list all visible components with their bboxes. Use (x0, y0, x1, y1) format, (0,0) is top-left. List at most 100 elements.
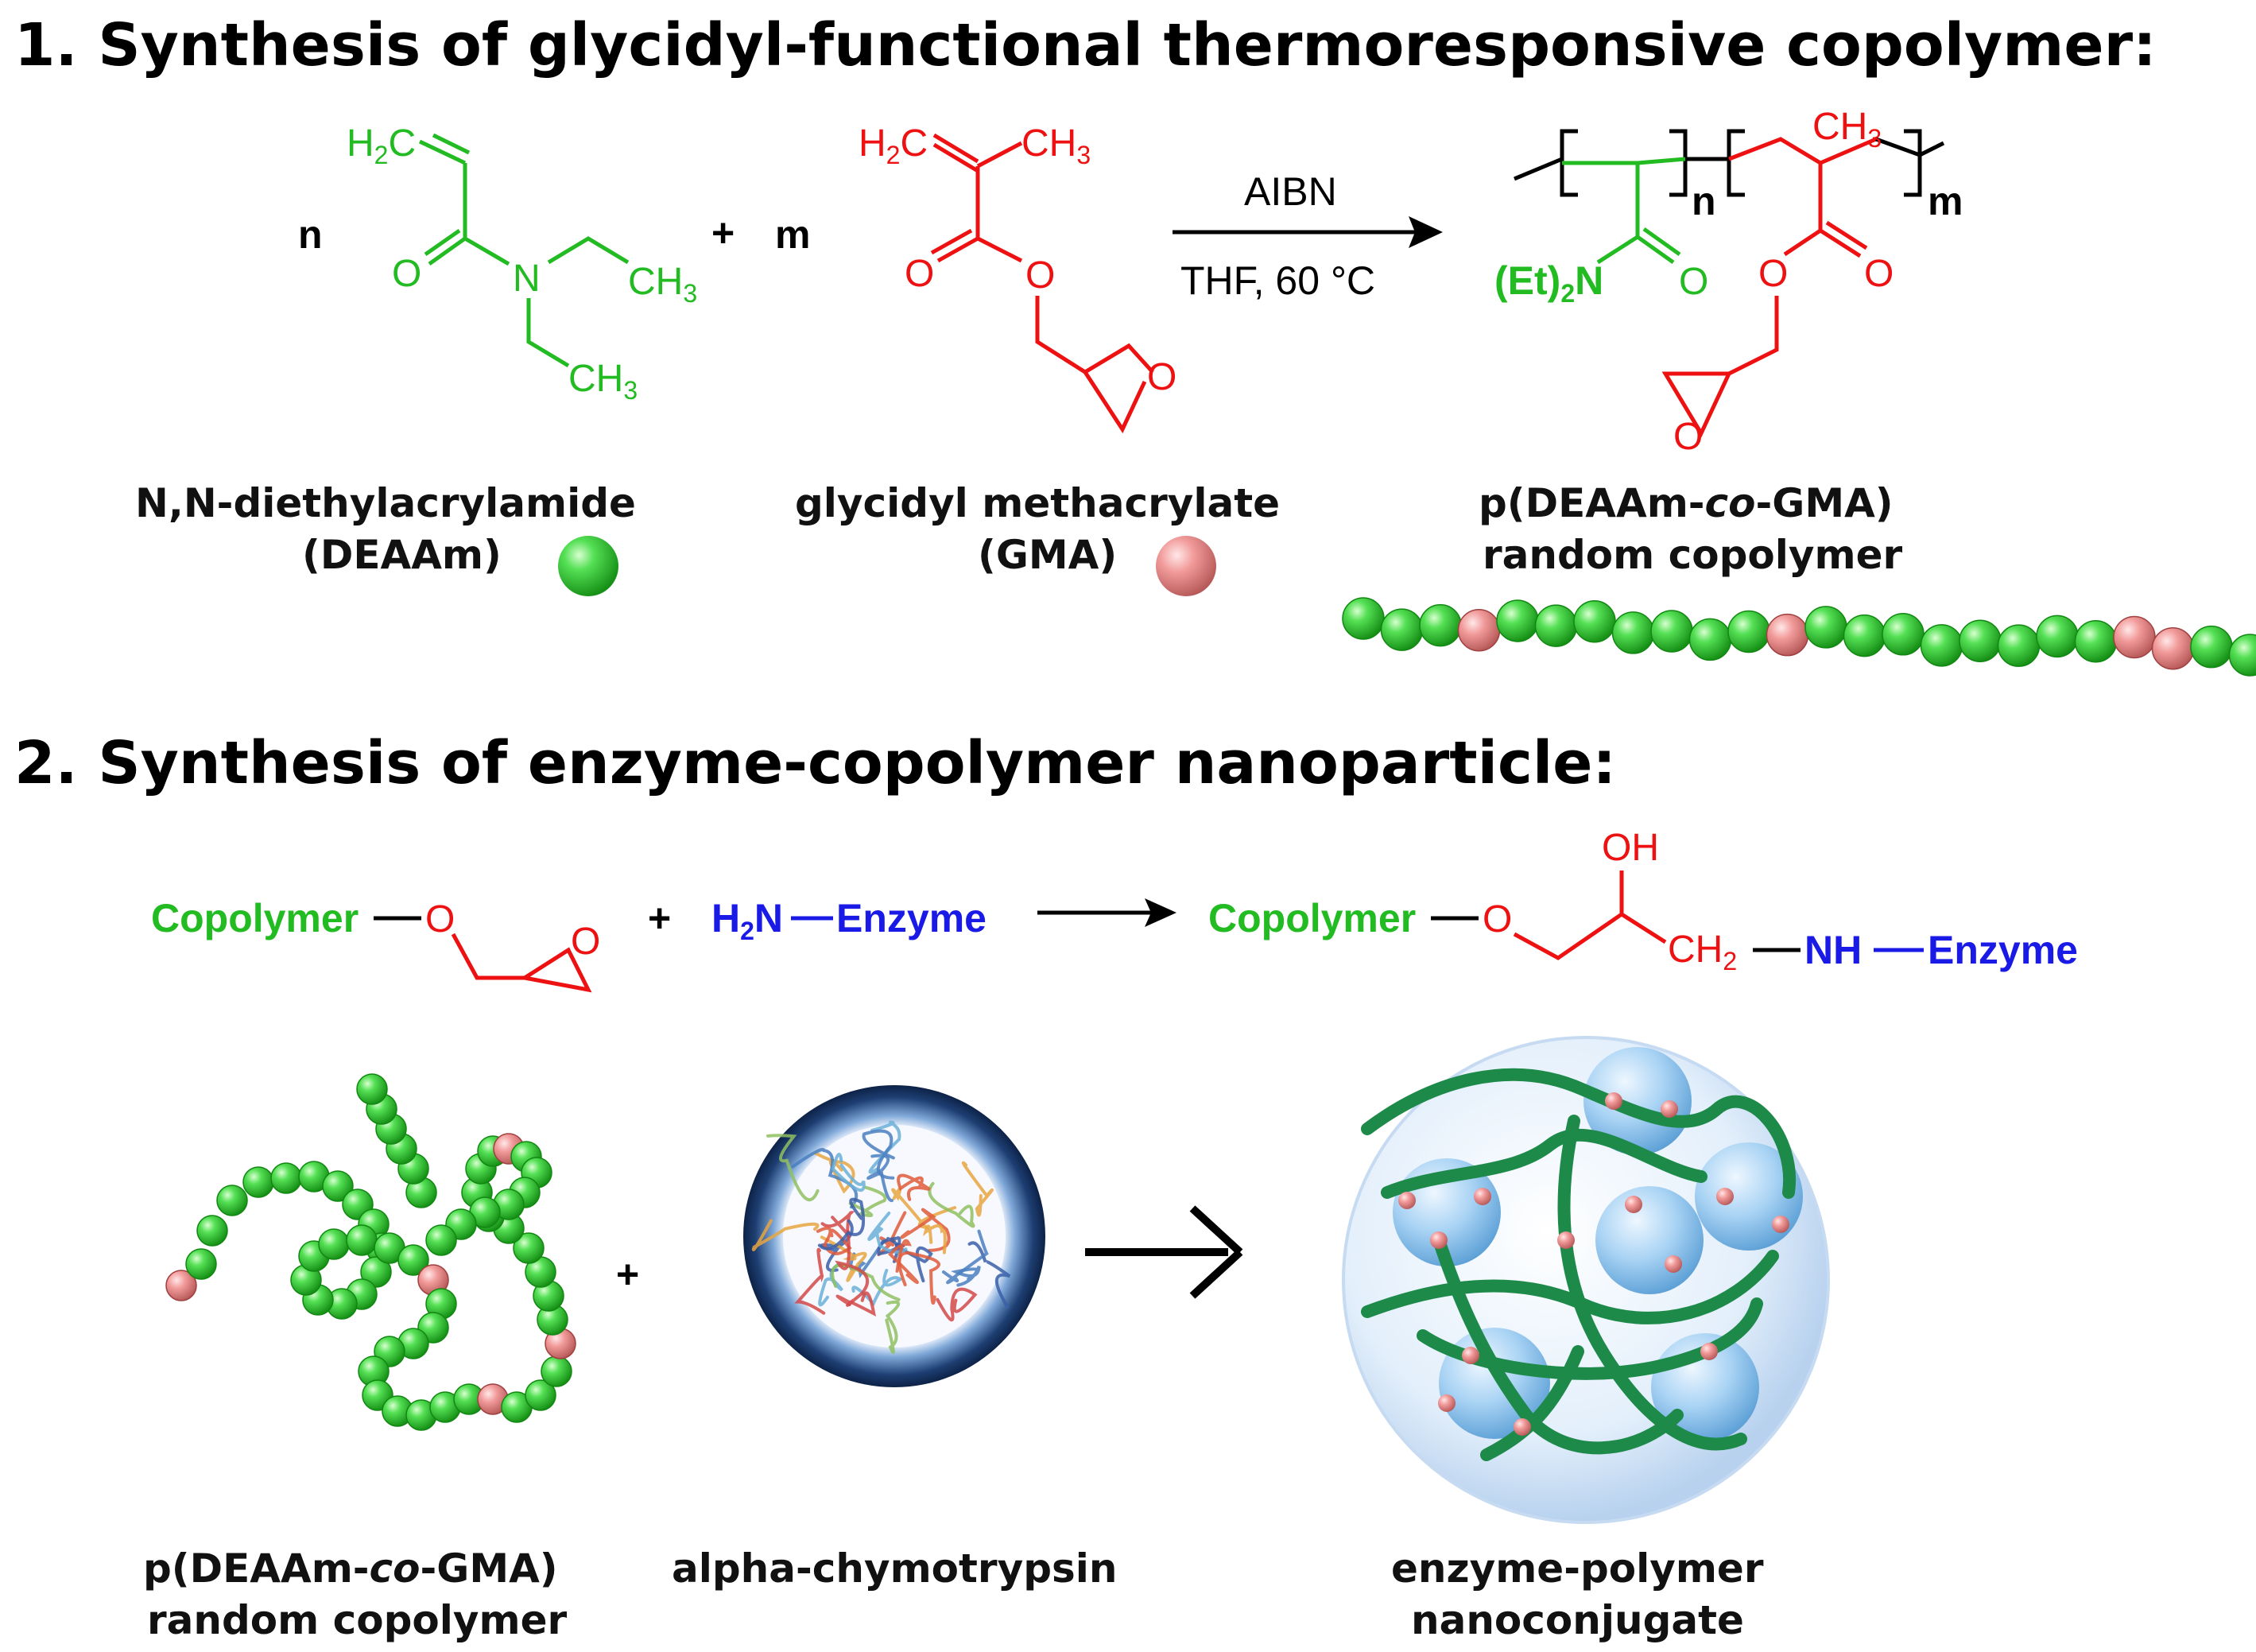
deaam-bead (185, 1248, 217, 1280)
deaam-bead (1882, 613, 1925, 656)
gma-bead (2151, 626, 2195, 670)
deaam-bead (216, 1185, 248, 1216)
subscript-n: n (1692, 179, 1716, 223)
gma-epoxide-o: O (1147, 356, 1176, 398)
section2-heading: 2. Synthesis of enzyme-copolymer nanopar… (14, 729, 1616, 797)
deaam-bead (360, 1256, 392, 1288)
deaam-bead (1843, 614, 1886, 657)
deaam-h2c: H2C (347, 122, 416, 169)
gma-ch3: CH3 (1021, 122, 1091, 169)
product-oh: OH (1602, 827, 1659, 869)
coefficient-m: m (775, 212, 810, 257)
deaam-bead (541, 1355, 572, 1387)
product-carbonyl-o: O (1864, 253, 1894, 295)
reactant-copolymer: Copolymer (151, 896, 359, 940)
nanoconjugate-label-line1: enzyme-polymer (1391, 1545, 1764, 1592)
deaam-bead (318, 1228, 350, 1260)
product-ch3: CH3 (1812, 106, 1882, 153)
product-epoxide-o: O (1673, 416, 1703, 458)
product-ether-o: O (1483, 898, 1512, 940)
deaam-bead (1342, 597, 1385, 640)
deaam-bead (196, 1215, 228, 1247)
deaam-bead (1380, 608, 1424, 651)
deaam-bead (1573, 600, 1616, 643)
deaam-bead (1959, 619, 2002, 662)
plus-sign-1: + (711, 211, 735, 255)
nanoconjugate-label-line2: nanoconjugate (1411, 1597, 1744, 1643)
deaam-bead (270, 1162, 302, 1194)
gma-ester-o: O (1025, 254, 1055, 297)
deaam-bead-legend (558, 536, 618, 596)
product-label-line2: random copolymer (1483, 532, 1903, 578)
deaam-bead (1534, 604, 1578, 647)
gma-bead (1766, 613, 1809, 657)
deaam-bead (1496, 599, 1539, 642)
reactant-epoxide-o: O (571, 921, 600, 963)
reaction-arrow-1: AIBN THF, 60 °C (1173, 169, 1443, 303)
nanoconjugate-particle (1342, 1036, 1830, 1524)
deaam-bead (425, 1224, 457, 1256)
reagent-aibn: AIBN (1244, 169, 1337, 214)
deaam-bead (2228, 634, 2256, 677)
coil-label-line2: random copolymer (147, 1597, 568, 1643)
deaam-ch3-2: CH3 (568, 358, 638, 405)
deaam-bead (356, 1073, 388, 1105)
product-enzyme: Enzyme (1928, 928, 2078, 972)
product-et2n: (Et)2N (1494, 258, 1603, 308)
deaam-abbr: (DEAAm) (302, 532, 502, 578)
deaam-bead (513, 1232, 545, 1264)
deaam-bead (1920, 624, 1963, 667)
product-ch2: CH2 (1668, 929, 1737, 975)
product-nh: NH (1804, 928, 1862, 972)
deaam-bead (2036, 615, 2079, 658)
deaam-bead (346, 1224, 378, 1256)
reactant-ether-o: O (425, 898, 455, 940)
enzyme-ball-3 (1595, 1186, 1704, 1294)
gma-carbonyl-o: O (905, 253, 934, 295)
gma-bead-legend (1156, 536, 1216, 596)
deaam-bead (322, 1170, 354, 1202)
copolymer-structure: n m CH3 (Et)2N O O O O (1494, 106, 1963, 458)
gma-bead (165, 1270, 197, 1301)
reaction-arrow-3 (1189, 1205, 1243, 1299)
enzyme-label: alpha-chymotrypsin (672, 1545, 1117, 1592)
deaam-bead (1650, 610, 1693, 653)
deaam-bead (2190, 625, 2233, 669)
deaam-structure: H2C O N CH3 CH3 (347, 122, 697, 405)
product-label-line1: p(DEAAm-co-GMA) (1479, 480, 1894, 526)
gma-structure: H2C CH3 O O O (859, 122, 1176, 434)
plus-sign-3: + (616, 1252, 639, 1297)
deaam-bead (1688, 618, 1732, 661)
plus-sign-2: + (648, 896, 671, 940)
copolymer-bead-chain (1342, 597, 2256, 677)
product-copolymer: Copolymer (1208, 896, 1416, 940)
deaam-bead (525, 1379, 556, 1411)
gma-bead (2113, 615, 2156, 659)
deaam-bead (1804, 606, 1847, 649)
gma-h2c: H2C (859, 122, 928, 169)
product-ester-o: O (1758, 253, 1788, 295)
gma-abbr: (GMA) (978, 532, 1117, 578)
deaam-bead (1419, 603, 1462, 647)
deaam-bead (1727, 610, 1770, 653)
deaam-bead (1611, 611, 1655, 654)
deaam-bead (242, 1166, 274, 1198)
coil-label-line1: p(DEAAm-co-GMA) (143, 1545, 558, 1592)
deaam-bead (2074, 619, 2118, 663)
deaam-n: N (513, 258, 541, 300)
reaction-arrow-2 (1145, 898, 1176, 927)
product-amide-o: O (1679, 261, 1708, 303)
gma-bead (1457, 609, 1501, 652)
section1-heading: 1. Synthesis of glycidyl-functional ther… (14, 11, 2157, 79)
subscript-m: m (1928, 179, 1963, 223)
amine-h2n: H2N (711, 896, 783, 945)
coefficient-n: n (298, 212, 323, 257)
coiled-copolymer (165, 1073, 576, 1431)
enzyme-particle (743, 1085, 1045, 1387)
conditions-thf: THF, 60 °C (1180, 258, 1375, 303)
deaam-bead (1997, 624, 2041, 667)
deaam-bead (397, 1244, 429, 1276)
deaam-o: O (392, 253, 421, 295)
enzyme-ball-1 (1583, 1047, 1692, 1155)
